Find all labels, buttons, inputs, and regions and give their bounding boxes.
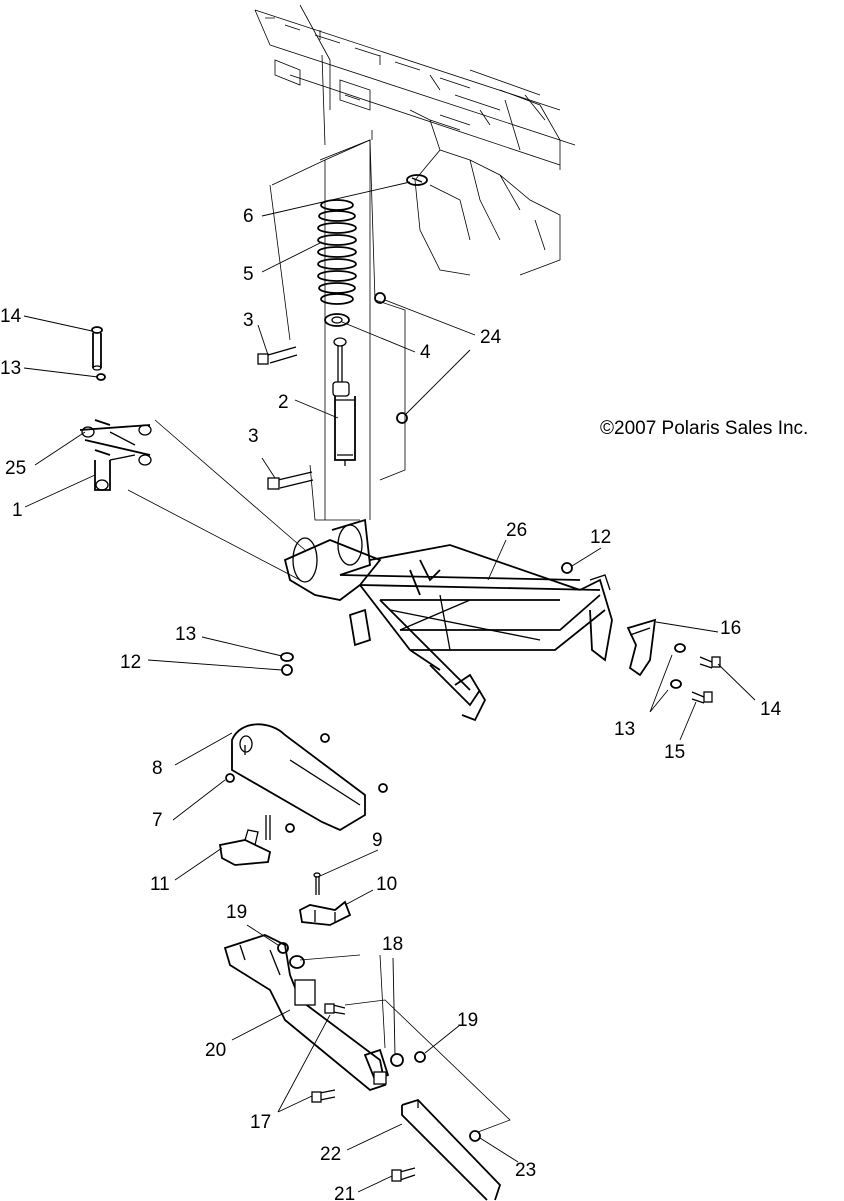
callout-labels: 6 5 3 4 2 3 24 14 13 25 1 26 12 16 13 12… (0, 206, 782, 1201)
part-20-rail-arm (223, 934, 390, 1092)
part-18-washers (289, 955, 404, 1067)
part-22-extension-rail (401, 1098, 502, 1201)
part-23-nut (469, 1130, 481, 1142)
part-11-bracket (218, 815, 295, 866)
part-14-bolt-right (699, 656, 721, 669)
part-6-spring-clip (406, 174, 428, 186)
callout-6: 6 (243, 206, 254, 227)
callout-19-right: 19 (457, 1010, 478, 1031)
callout-1: 1 (12, 500, 23, 521)
vehicle-frame (254, 4, 576, 276)
callout-16: 16 (720, 618, 741, 639)
part-24-nuts (374, 292, 408, 424)
part-7-fastener (225, 773, 235, 783)
callout-7: 7 (152, 810, 163, 831)
callout-8: 8 (152, 758, 163, 779)
part-13-washer-mid (280, 652, 294, 662)
part-17-bolts (311, 1003, 346, 1103)
callout-22: 22 (320, 1144, 341, 1165)
part-5-coil-spring (317, 199, 357, 305)
callout-13-mid: 13 (175, 624, 196, 645)
callout-4: 4 (420, 342, 431, 363)
part-21-bolt (391, 1167, 416, 1182)
callout-23: 23 (515, 1160, 536, 1181)
part-12-nut-right (561, 562, 573, 574)
assembly-lines (299, 954, 511, 1133)
part-13-washers-right (670, 643, 686, 689)
part-13-washer-left (96, 373, 106, 381)
part-4-spring-seat (324, 313, 350, 327)
part-26-rear-frame (283, 518, 613, 722)
callout-9: 9 (372, 830, 383, 851)
part-15-bolt (691, 691, 713, 704)
part-9-screw (313, 872, 321, 895)
callout-3-lower: 3 (248, 426, 259, 447)
part-2-shock-absorber (332, 337, 356, 466)
part-3-bolts (257, 346, 314, 490)
callout-14-right: 14 (760, 699, 782, 720)
callout-17: 17 (250, 1112, 271, 1133)
callout-13-right: 13 (614, 719, 635, 740)
part-25-1-bracket (79, 419, 152, 491)
callout-10: 10 (376, 874, 397, 895)
shock-guide-lines (127, 54, 406, 581)
part-16-clamp (626, 618, 657, 677)
callout-25: 25 (5, 458, 26, 479)
callout-14-left: 14 (0, 306, 22, 327)
callout-24: 24 (480, 327, 502, 348)
callout-20: 20 (205, 1040, 226, 1061)
callout-18: 18 (382, 934, 403, 955)
callout-15: 15 (664, 742, 685, 763)
callout-12-right: 12 (590, 527, 611, 548)
part-14-pin-left (91, 326, 103, 371)
part-8-cover (231, 723, 388, 832)
callout-5: 5 (243, 264, 254, 285)
callout-13-left: 13 (0, 358, 21, 379)
part-10-bracket (299, 900, 352, 926)
leader-lines (23, 181, 756, 1193)
callout-12-mid: 12 (120, 652, 141, 673)
part-19-nuts (277, 942, 426, 1063)
callout-19-left: 19 (226, 902, 247, 923)
callout-21: 21 (334, 1184, 355, 1201)
copyright-notice: ©2007 Polaris Sales Inc. (600, 418, 808, 439)
callout-11: 11 (150, 874, 170, 895)
callout-26: 26 (506, 520, 527, 541)
callout-3-upper: 3 (243, 310, 254, 331)
part-12-nut-mid (281, 664, 293, 676)
callout-2: 2 (278, 392, 289, 413)
